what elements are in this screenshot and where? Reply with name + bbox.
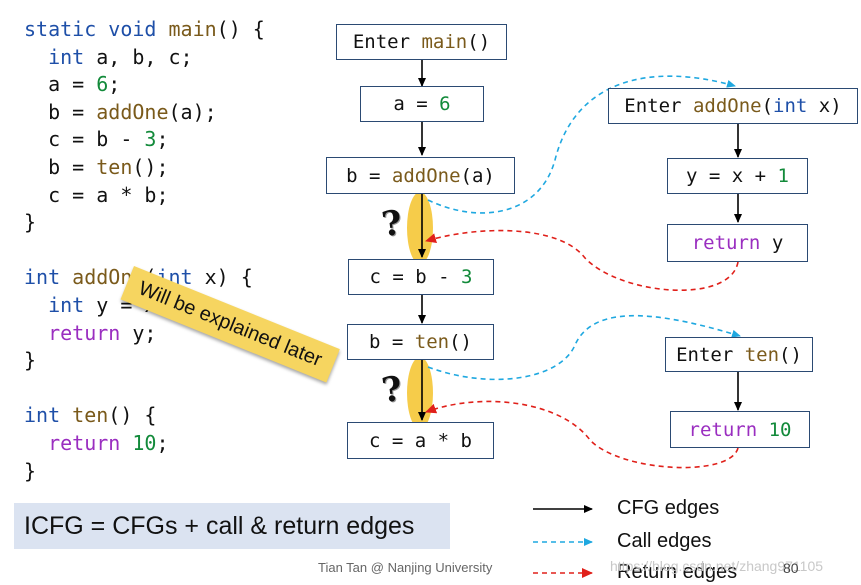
call-edge-addone [427,75,736,214]
legend-call-edges-label: Call edges [617,530,712,552]
code-line-main-3: b = addOne(a); [24,99,217,124]
code-line-ten-1: return 10; [24,430,169,455]
node-c-equals-b-minus-3: c = b - 3 [348,259,494,295]
summary-box: ICFG = CFGs + call & return edges [14,503,450,549]
watermark: https://blog.csdn.net/zhang971105 [610,558,824,574]
code-line-main-1: int a, b, c; [24,44,193,69]
code-line-main-2: a = 6; [24,72,121,97]
code-line-addone-2: return y; [24,320,157,345]
code-line-addone-close: } [24,348,37,373]
code-line-main-5: b = ten(); [24,154,169,179]
code-line-ten-close: } [24,458,37,483]
source-code: static void main() { int a, b, c; a = 6;… [24,16,265,485]
code-line-main-decl: static void main() { [24,17,265,41]
legend-cfg-edges-label: CFG edges [617,497,720,519]
node-c-equals-a-times-b: c = a * b [347,422,494,459]
node-a-equals-6: a = 6 [360,86,484,122]
page-number: 80 [783,560,799,576]
call-edge-ten [427,314,741,381]
return-edge-addone [425,229,739,292]
footer-credit: Tian Tan @ Nanjing University [318,560,493,575]
return-edge-ten [425,400,739,469]
code-line-main-4: c = b - 3; [24,127,169,152]
legend-return-edges-label: Return edges [617,561,738,583]
node-return-10: return 10 [670,411,810,448]
node-b-equals-ten: b = ten() [347,324,494,360]
code-line-main-close: } [24,210,37,235]
code-line-main-6: c = a * b; [24,182,169,207]
node-b-equals-addone: b = addOne(a) [326,157,515,194]
node-return-y: return y [667,224,808,262]
node-y-equals-x-plus-1: y = x + 1 [667,158,808,194]
code-line-ten-decl: int ten() { [24,403,157,428]
highlight-call-site-1 [407,192,433,264]
node-enter-ten: Enter ten() [665,337,813,372]
node-enter-main: Enter main() [336,24,507,60]
node-enter-addone: Enter addOne(int x) [608,88,858,124]
